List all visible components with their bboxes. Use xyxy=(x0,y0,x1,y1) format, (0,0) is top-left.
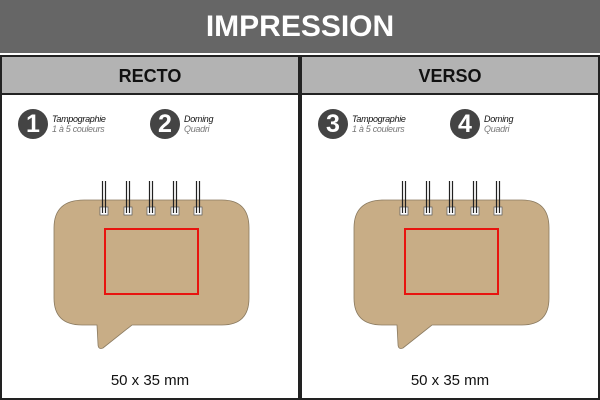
option-detail: 1 à 5 couleurs xyxy=(52,124,105,134)
notebook-illustration xyxy=(53,181,250,349)
number-badge: 2 xyxy=(150,109,180,139)
print-area xyxy=(404,228,499,295)
print-dimension: 50 x 35 mm xyxy=(410,372,490,389)
option-name: Doming xyxy=(484,114,514,124)
option-detail: Quadri xyxy=(484,124,510,134)
spiral-hole xyxy=(170,206,180,216)
print-dimension: 50 x 35 mm xyxy=(110,372,190,389)
spiral-hole xyxy=(493,206,503,216)
notebook-body xyxy=(353,199,550,349)
spiral-hole xyxy=(99,206,109,216)
number-badge: 1 xyxy=(18,109,48,139)
panel-header: RECTO xyxy=(2,57,298,95)
spiral-hole xyxy=(423,206,433,216)
option-name: Tampographie xyxy=(52,114,106,124)
spiral-hole xyxy=(399,206,409,216)
number-badge: 4 xyxy=(450,109,480,139)
print-area xyxy=(104,228,199,295)
panel-header: VERSO xyxy=(302,57,598,95)
notebook-body xyxy=(53,199,250,349)
spiral-hole xyxy=(146,206,156,216)
option-detail: Quadri xyxy=(184,124,210,134)
number-badge: 3 xyxy=(318,109,348,139)
spiral-hole xyxy=(446,206,456,216)
spiral-hole xyxy=(470,206,480,216)
spiral-hole xyxy=(193,206,203,216)
notebook-illustration xyxy=(353,181,550,349)
option-name: Doming xyxy=(184,114,214,124)
page-title: IMPRESSION xyxy=(0,0,600,53)
option-name: Tampographie xyxy=(352,114,406,124)
spiral-hole xyxy=(123,206,133,216)
option-detail: 1 à 5 couleurs xyxy=(352,124,405,134)
